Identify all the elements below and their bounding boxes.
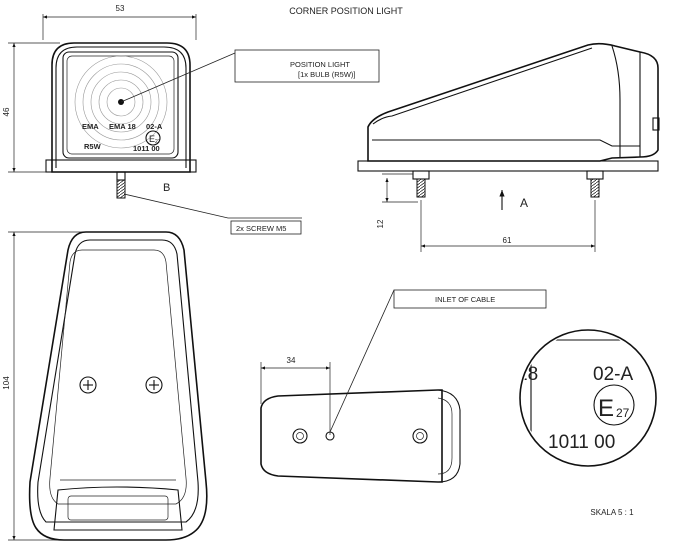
detail-e-sub: 27: [616, 406, 630, 420]
drawing-title: CORNER POSITION LIGHT: [289, 6, 403, 16]
lens-number-text: 1011 00: [133, 144, 160, 153]
detail-code-text: 02-A: [593, 364, 633, 385]
dimension-stud-height: 12: [376, 219, 385, 228]
detail-marking-view: 18 02-A E 27 1011 00 SKALA 5 : 1: [519, 329, 657, 517]
mount-hole-right: [412, 428, 428, 444]
detail-number-text: 1011 00: [548, 432, 615, 453]
lens-e-mark: E: [149, 134, 155, 144]
callout-screw: 2x SCREW M5: [236, 224, 286, 233]
callout-inlet: INLET OF CABLE: [435, 295, 495, 304]
e-mark-circle: [145, 130, 161, 146]
screw-head-right: [145, 376, 163, 394]
dimension-stud-spacing: 61: [503, 236, 512, 245]
front-view: 53 46 EMA EMA 18 02-A E 27 R5W 1011 00: [2, 4, 380, 235]
dimension-width-top: 53: [116, 4, 125, 13]
callout-position-light-line1: POSITION LIGHT: [290, 60, 350, 69]
dimension-inlet-offset: 34: [287, 356, 296, 365]
lens-e-sub: 27: [155, 139, 161, 145]
detail-e-mark-circle: [593, 384, 635, 426]
lens-ema18-text: EMA 18: [109, 122, 136, 131]
mount-hole-left: [292, 428, 308, 444]
detail-scale: SKALA 5 : 1: [590, 508, 634, 517]
dimension-length-top: 104: [2, 376, 11, 390]
view-label-b: B: [163, 182, 170, 194]
side-view: 12 61 A: [357, 42, 660, 252]
screw-head-left: [79, 376, 97, 394]
bottom-view: 34 INLET OF CABLE: [260, 289, 547, 483]
callout-position-light-line2: [1x BULB (R5W)]: [298, 70, 356, 79]
lens-r5w-text: R5W: [84, 142, 102, 151]
dimension-height-front: 46: [2, 107, 11, 116]
view-label-a: A: [520, 196, 528, 210]
detail-e-mark: E: [598, 395, 614, 422]
top-view: 104: [2, 231, 208, 541]
lens-ema-text: EMA: [82, 122, 99, 131]
lens-code-text: 02-A: [146, 122, 163, 131]
